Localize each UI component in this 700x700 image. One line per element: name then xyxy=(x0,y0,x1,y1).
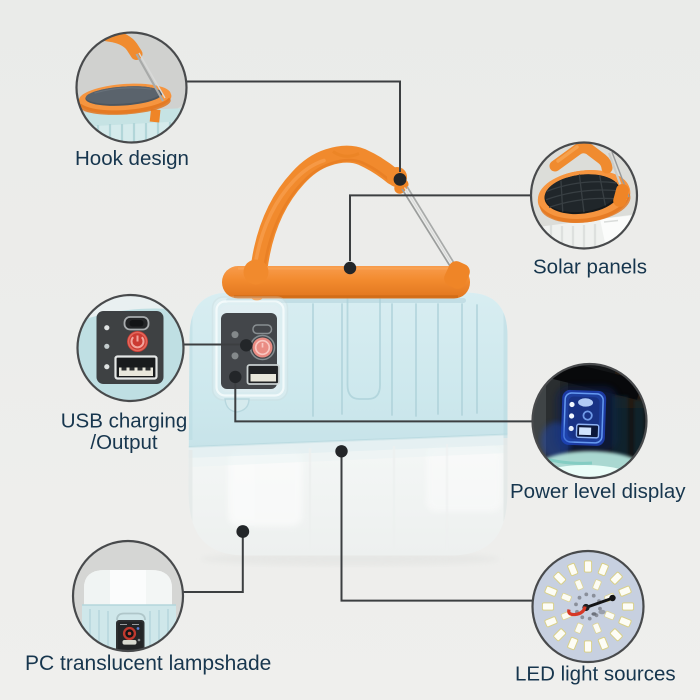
svg-text:LED light sources: LED light sources xyxy=(515,663,676,686)
svg-text:Solar panels: Solar panels xyxy=(533,256,647,279)
svg-text:Hook design: Hook design xyxy=(75,147,189,170)
svg-text:USB charging: USB charging xyxy=(61,410,187,433)
svg-text:PC translucent lampshade: PC translucent lampshade xyxy=(25,652,271,675)
svg-text:/Output: /Output xyxy=(90,431,158,454)
svg-text:Power level display: Power level display xyxy=(510,480,686,503)
